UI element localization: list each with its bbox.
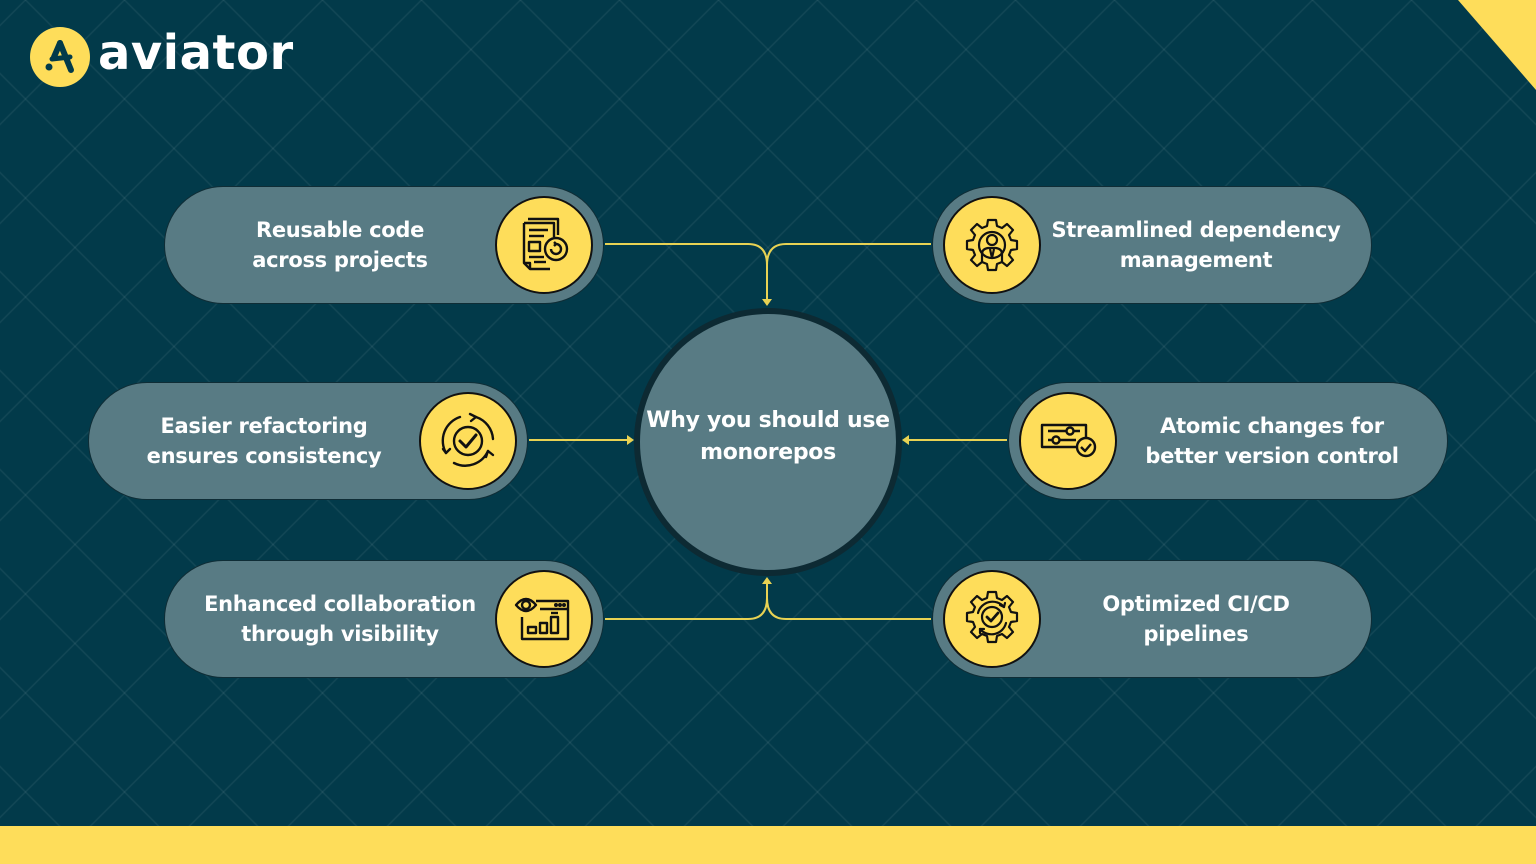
benefit-label-line: across projects: [252, 248, 428, 272]
brand-name: aviator: [98, 25, 294, 81]
benefit-label: Atomic changes for better version contro…: [1117, 411, 1447, 471]
benefit-easier-refactoring: Easier refactoring ensures consistency: [88, 382, 528, 500]
cycle-check-icon: [419, 392, 517, 490]
benefit-label-line: pipelines: [1143, 622, 1249, 646]
benefit-label-line: Enhanced collaboration: [204, 592, 476, 616]
benefit-label-line: through visibility: [241, 622, 439, 646]
benefit-optimized-cicd: Optimized CI/CD pipelines: [932, 560, 1372, 678]
benefit-label-line: better version control: [1145, 444, 1399, 468]
benefit-label-line: ensures consistency: [146, 444, 382, 468]
benefit-reusable-code: Reusable code across projects: [164, 186, 604, 304]
document-refresh-icon: [495, 196, 593, 294]
benefit-label: Streamlined dependency management: [1041, 215, 1371, 275]
benefit-label: Optimized CI/CD pipelines: [1041, 589, 1371, 649]
center-title-line-1: Why you should use: [646, 408, 890, 433]
eye-dashboard-icon: [495, 570, 593, 668]
benefit-label-line: Atomic changes for: [1160, 414, 1384, 438]
benefit-atomic-changes: Atomic changes for better version contro…: [1008, 382, 1448, 500]
benefit-label: Easier refactoring ensures consistency: [89, 411, 419, 471]
benefit-label: Enhanced collaboration through visibilit…: [165, 589, 495, 649]
aviator-logo: aviator: [30, 27, 294, 87]
gear-person-icon: [943, 196, 1041, 294]
benefit-label-line: Easier refactoring: [160, 414, 368, 438]
bottom-accent-band: [0, 826, 1536, 864]
center-topic-circle: Why you should use monorepos: [634, 308, 902, 576]
gear-check-icon: [943, 570, 1041, 668]
center-title-line-2: monorepos: [700, 440, 836, 465]
benefit-label-line: Reusable code: [255, 218, 425, 242]
benefit-label-line: Optimized CI/CD: [1102, 592, 1290, 616]
benefit-label: Reusable code across projects: [165, 215, 495, 275]
benefit-enhanced-collaboration: Enhanced collaboration through visibilit…: [164, 560, 604, 678]
benefit-dependency-management: Streamlined dependency management: [932, 186, 1372, 304]
aviator-logo-icon: [30, 27, 90, 87]
corner-accent-triangle: [1458, 0, 1536, 90]
sliders-check-icon: [1019, 392, 1117, 490]
benefit-label-line: Streamlined dependency: [1051, 218, 1341, 242]
benefit-label-line: management: [1119, 248, 1273, 272]
center-title: Why you should use monorepos: [646, 405, 890, 469]
